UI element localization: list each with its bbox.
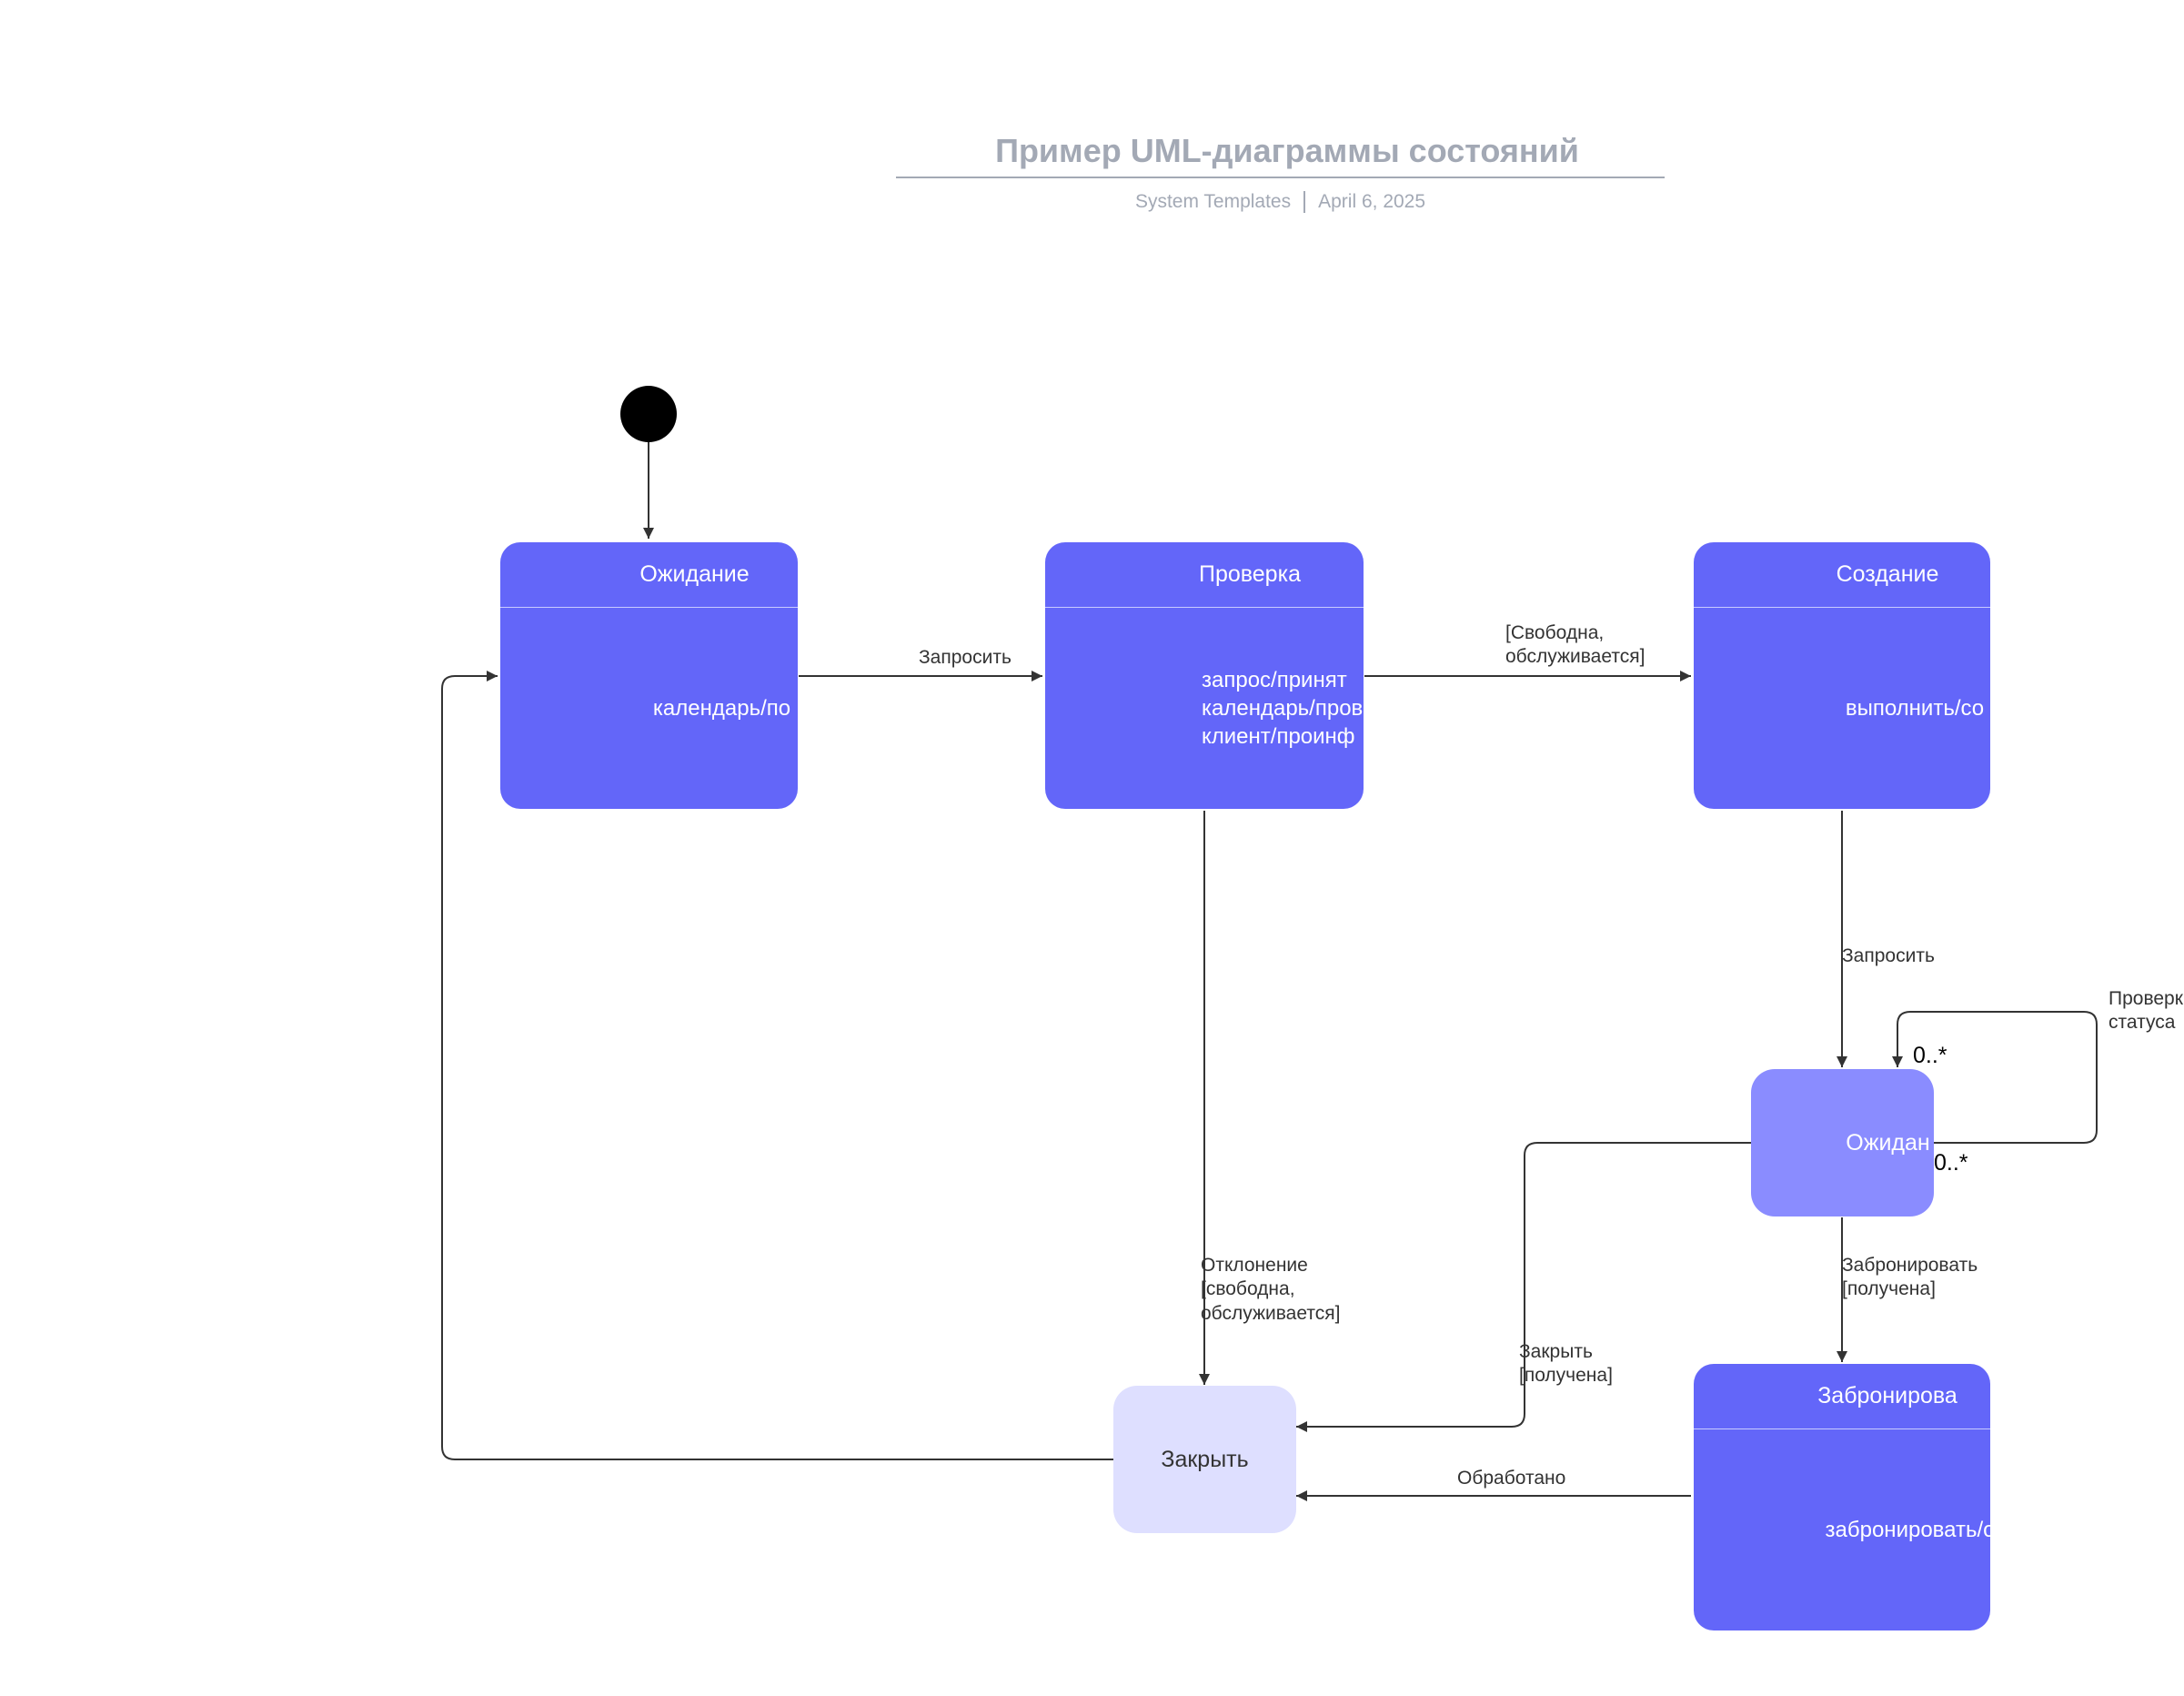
- transition-label-line: [Свободна,: [1505, 622, 1605, 643]
- transition-label-line: [свободна,: [1201, 1278, 1295, 1300]
- state-creating[interactable]: Создание выполнить/со: [1694, 542, 1990, 809]
- state-checking-body-line: календарь/пров: [1202, 695, 1364, 721]
- state-booked-body: забронировать/о: [1825, 1517, 1990, 1542]
- multiplicity-top: 0..*: [1913, 1043, 1947, 1068]
- transition-label-line: Проверка: [2109, 988, 2184, 1009]
- transition-label-line: обслуживается]: [1201, 1302, 1341, 1324]
- diagram-subtitle: System Templates April 6, 2025: [896, 191, 1665, 214]
- transition-label-book: Забронировать [получена]: [1842, 1254, 1978, 1302]
- edge-pending-self-loop: [1892, 1011, 2098, 1144]
- transition-label-line: [получена]: [1519, 1365, 1613, 1387]
- diagram-title: Пример UML-диаграммы состояний: [995, 132, 1579, 169]
- initial-state-node: [620, 386, 677, 442]
- transition-label-reject: Отклонение [свободна, обслуживается]: [1201, 1254, 1340, 1326]
- transition-label-processing: Обработано: [1457, 1468, 1566, 1489]
- author-label: System Templates: [1134, 191, 1292, 212]
- transition-label-check-status: Проверка статуса: [2109, 987, 2184, 1035]
- multiplicity-bottom: 0..*: [1934, 1150, 1968, 1176]
- state-waiting-title: Ожидание: [500, 542, 798, 608]
- transition-label-free: [Свободна, обслуживается]: [1505, 621, 1645, 670]
- transition-label-line: обслуживается]: [1505, 646, 1646, 668]
- state-creating-title: Создание: [1694, 542, 1990, 608]
- title-underline: [896, 177, 1665, 178]
- state-pending[interactable]: Ожидан: [1751, 1069, 1934, 1216]
- transition-label-line: Закрыть: [1519, 1341, 1593, 1362]
- subtitle-divider: [1303, 191, 1306, 214]
- edge-closed-to-waiting: [441, 671, 1113, 1460]
- state-pending-title: Ожидан: [1846, 1129, 1930, 1156]
- date-label: April 6, 2025: [1318, 191, 1426, 212]
- transition-label-line: [получена]: [1842, 1278, 1936, 1300]
- state-creating-body: выполнить/со: [1845, 695, 1985, 721]
- state-checking-body-line: клиент/проинф: [1202, 724, 1355, 750]
- transition-label-close: Закрыть [получена]: [1519, 1340, 1613, 1388]
- edge-pending-to-closed: [1296, 1142, 1751, 1432]
- state-waiting[interactable]: Ожидание календарь/по: [500, 542, 798, 809]
- state-booked[interactable]: Забронирова забронировать/о: [1694, 1364, 1990, 1630]
- state-checking-body: запрос/принят календарь/пров клиент/прои…: [1045, 608, 1364, 809]
- transition-label-request: Запросить: [919, 647, 1011, 668]
- state-checking-title: Проверка: [1045, 542, 1364, 608]
- state-waiting-body: календарь/по: [652, 695, 791, 721]
- transition-label-line: Отклонение: [1201, 1255, 1308, 1276]
- state-closed[interactable]: Закрыть: [1113, 1386, 1296, 1533]
- state-checking[interactable]: Проверка запрос/принят календарь/пров кл…: [1045, 542, 1364, 809]
- state-checking-body-line: запрос/принят: [1202, 667, 1347, 692]
- state-closed-title: Закрыть: [1161, 1446, 1249, 1472]
- transition-label-line: Забронировать: [1842, 1255, 1978, 1276]
- state-booked-title: Забронирова: [1694, 1364, 1990, 1429]
- transition-label-confirm: Запросить: [1842, 945, 1935, 966]
- transition-label-line: статуса: [2109, 1012, 2176, 1034]
